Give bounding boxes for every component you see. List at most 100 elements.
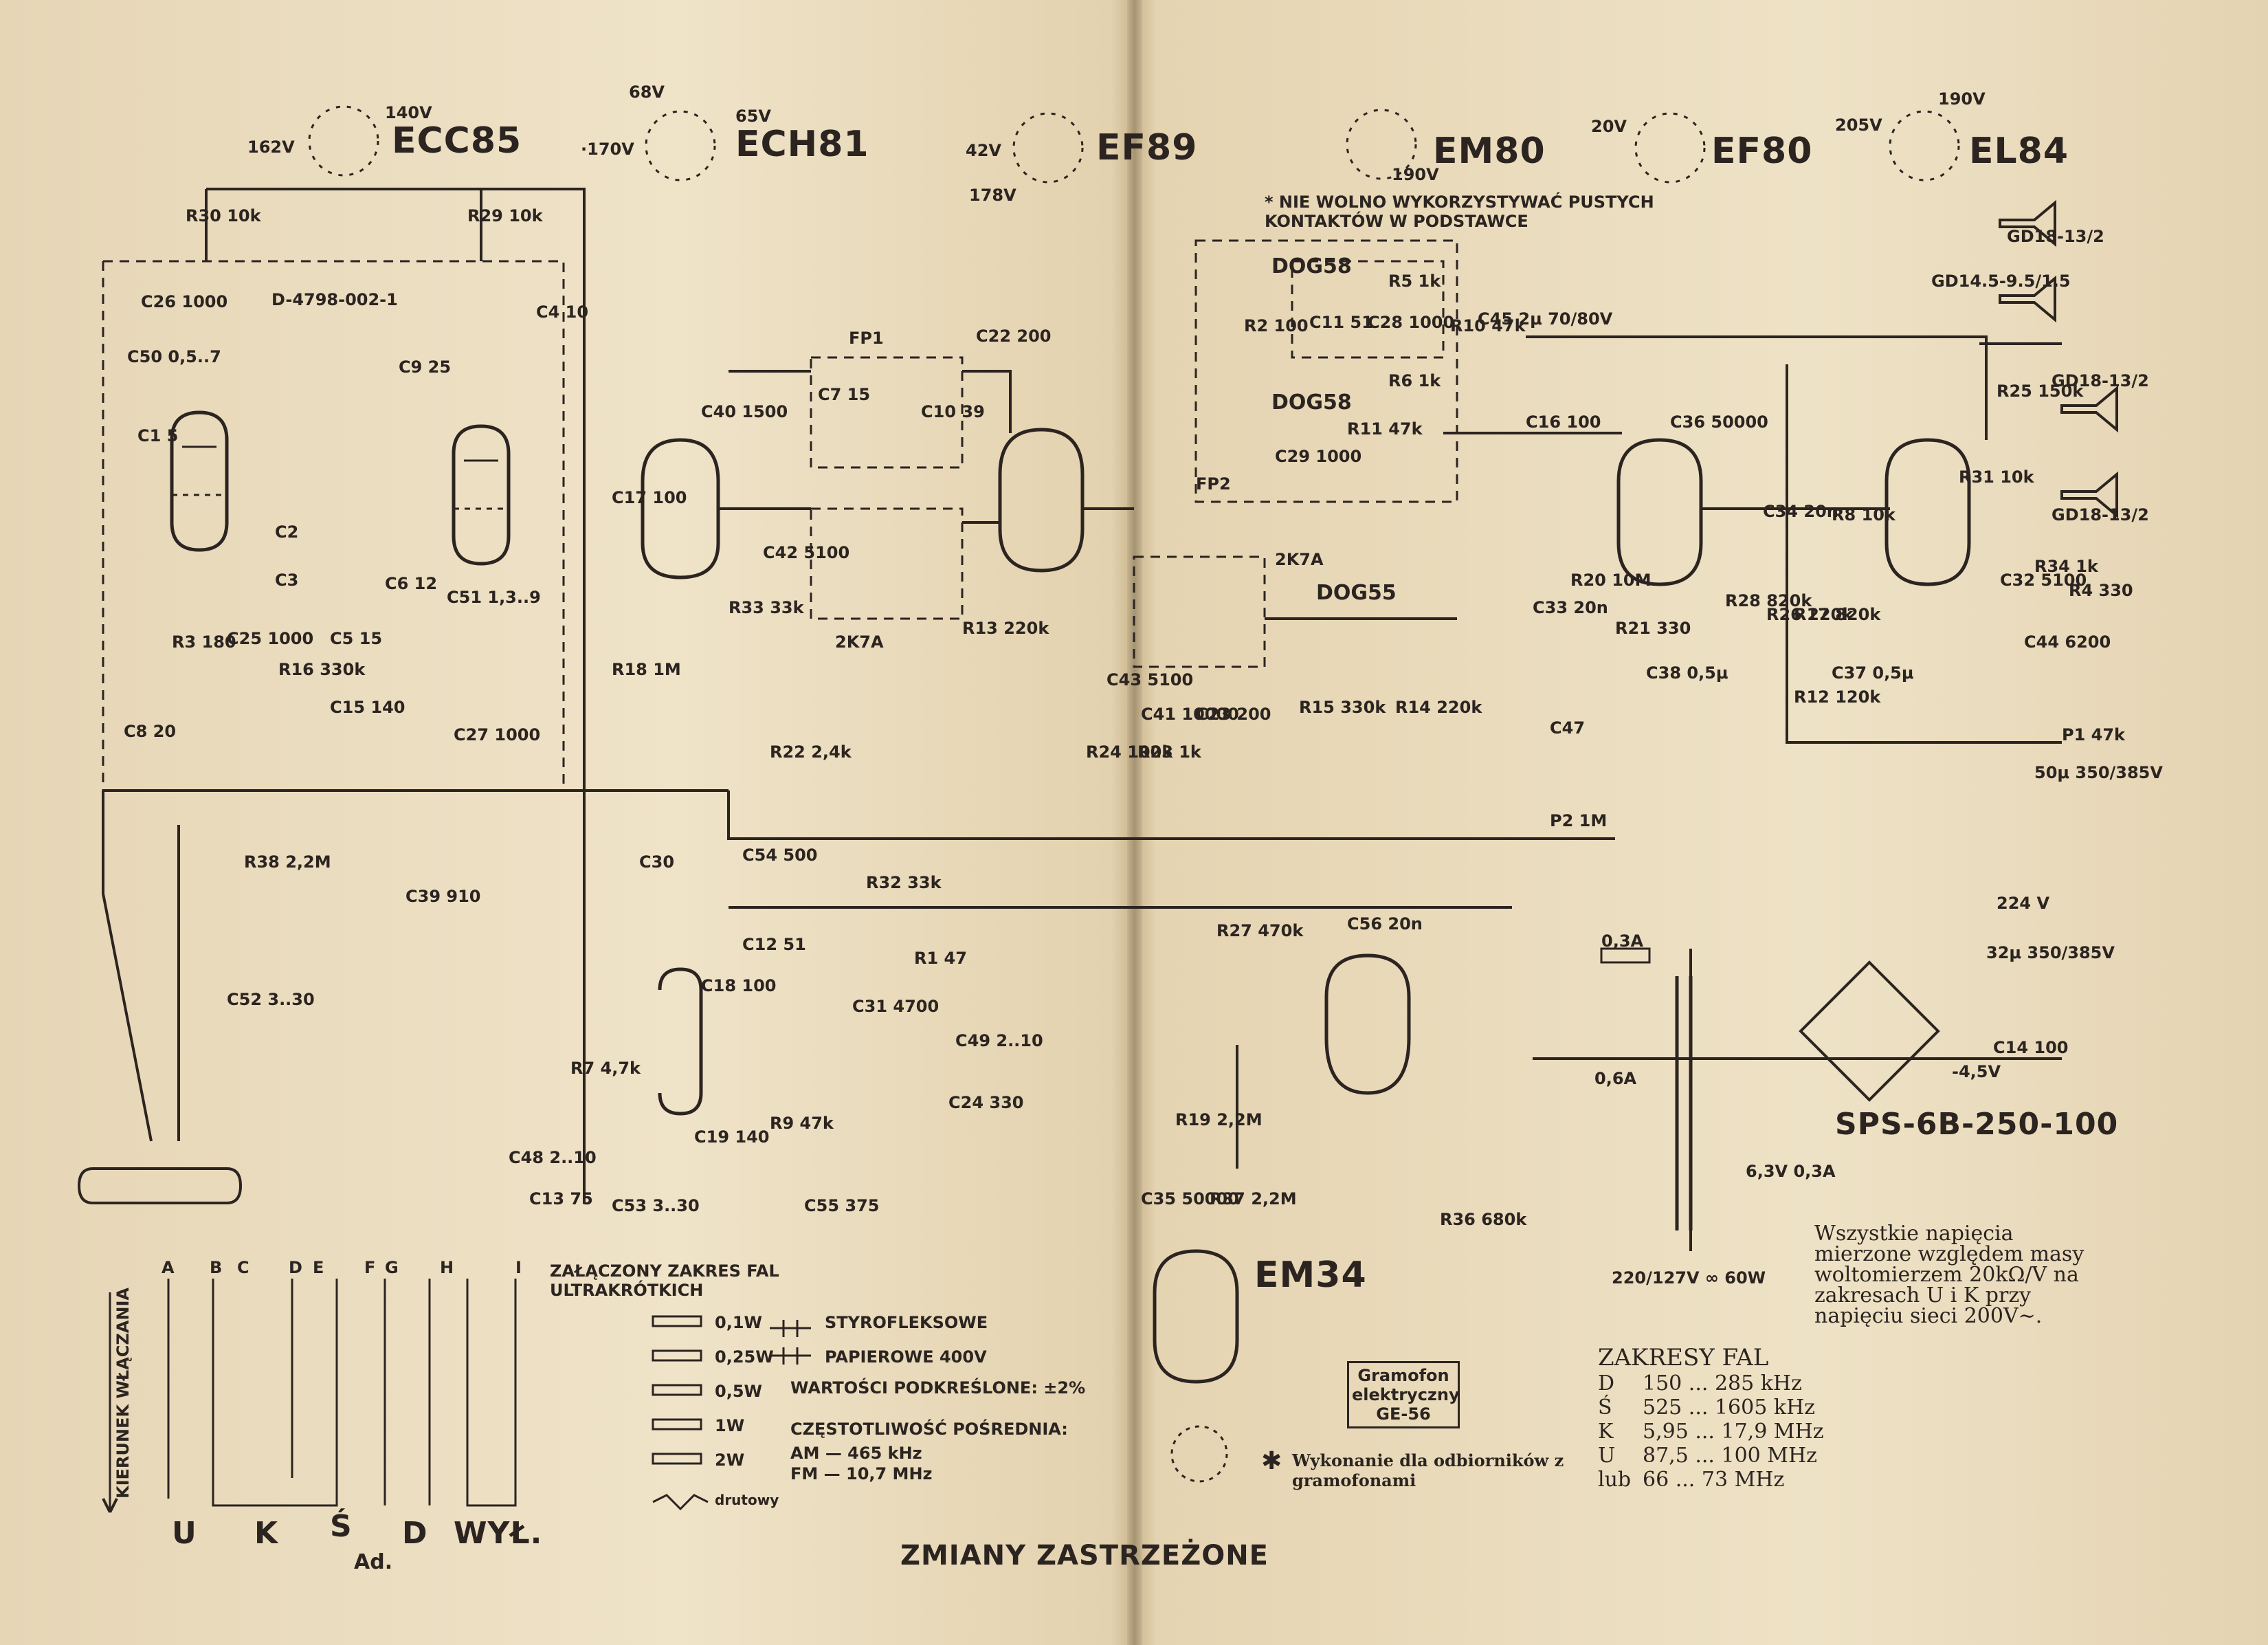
component-label: C22 200 xyxy=(976,327,1052,346)
component-label: R15 330k xyxy=(1299,698,1386,717)
legend-symbols xyxy=(652,1315,811,1511)
band-switch-contacts xyxy=(109,1279,517,1512)
band-range: 87,5 ... 100 MHz xyxy=(1643,1444,1817,1468)
component-label: C1 5 xyxy=(137,426,179,445)
component-label: C56 20n xyxy=(1347,914,1423,934)
gramofon-box: Gramofon elektryczny GE-56 xyxy=(1347,1361,1460,1428)
tube-uhf-triode xyxy=(658,967,703,1116)
switch-letter: F xyxy=(364,1258,376,1277)
component-label: R8 10k xyxy=(1832,505,1895,525)
tube-voltage: 190V xyxy=(1938,89,1986,109)
component-label: C32 5100 xyxy=(2000,571,2087,590)
switch-position-label: WYŁ. xyxy=(454,1516,543,1551)
pinout-em80 xyxy=(1346,109,1417,180)
legend-if-title: CZĘSTOTLIWOŚĆ POŚREDNIA: xyxy=(790,1420,1068,1439)
footer-title: ZMIANY ZASTRZEŻONE xyxy=(900,1540,1269,1571)
legend-resistor: drutowy xyxy=(715,1492,779,1508)
component-label: R24 100k xyxy=(1086,742,1173,762)
component-label: C50 0,5..7 xyxy=(127,347,221,366)
component-label: R26 220k xyxy=(1766,605,1854,624)
legend-resistor: 1W xyxy=(715,1416,745,1435)
speaker-symbols xyxy=(1999,199,2118,519)
tube-voltage: 190V xyxy=(1392,165,1439,184)
component-label: R37 2,2M xyxy=(1210,1189,1297,1208)
component-label: C16 100 xyxy=(1526,412,1601,432)
switch-direction-label: KIERUNEK WŁĄCZANIA xyxy=(113,1288,133,1499)
component-label: C35 50000 xyxy=(1141,1189,1239,1208)
component-label: R7 4,7k xyxy=(570,1059,641,1078)
legend-capacitor: STYROFLEKSOWE xyxy=(825,1313,988,1332)
band-range: 525 ... 1605 kHz xyxy=(1643,1395,1815,1420)
speaker-label: GD18-13/2 xyxy=(2052,505,2149,525)
band-range: 5,95 ... 17,9 MHz xyxy=(1643,1420,1824,1444)
component-label: R3 180 xyxy=(172,632,236,652)
legend-gramofon-note: Wykonanie dla odbiorników z gramofonami xyxy=(1292,1450,1564,1490)
component-label: C43 5100 xyxy=(1107,670,1194,689)
component-label: C3 xyxy=(275,571,299,590)
switch-letter: C xyxy=(237,1258,249,1277)
tube-em80 xyxy=(1324,953,1411,1095)
r36-label: R36 680k xyxy=(1440,1210,1527,1229)
socket-note: * NIE WOLNO WYKORZYSTYWAĆ PUSTYCH KONTAK… xyxy=(1265,192,1654,231)
component-label: R34 1k xyxy=(2034,557,2098,576)
tube-label-ef89: EF89 xyxy=(1096,127,1198,168)
component-label: C44 6200 xyxy=(2024,632,2111,652)
switch-letter: A xyxy=(162,1258,175,1277)
fp2-label: FP2 xyxy=(1196,474,1231,494)
switch-sub-label: Ad. xyxy=(354,1550,393,1574)
b-plus-label: 224 V xyxy=(1997,894,2050,913)
switch-position-label: D xyxy=(402,1516,428,1551)
component-label: C2 xyxy=(275,522,299,542)
b-minus-label: -4,5V xyxy=(1952,1062,2001,1081)
if-transformer-label: 2K7A xyxy=(1275,550,1324,569)
tube-voltage: 205V xyxy=(1835,115,1882,135)
band-letter: Ś xyxy=(1598,1395,1612,1420)
tube-ech81 xyxy=(641,438,720,579)
legend-tolerance: WARTOŚCI PODKREŚLONE: ±2% xyxy=(790,1378,1086,1398)
component-label: R18 1M xyxy=(612,660,681,679)
component-label: R22 2,4k xyxy=(770,742,852,762)
switch-letter: I xyxy=(515,1258,522,1277)
speaker-label: GD14.5-9.5/1.5 xyxy=(1931,272,2071,291)
component-label: C4 10 xyxy=(536,302,589,322)
band-range: 150 ... 285 kHz xyxy=(1643,1371,1802,1395)
component-label: C14 100 xyxy=(1993,1038,2069,1057)
component-label: C7 15 xyxy=(818,385,871,404)
component-label: C39 910 xyxy=(405,887,481,906)
speaker-label: GD18-13/2 xyxy=(2052,371,2149,390)
component-label: R6 1k xyxy=(1388,371,1441,390)
dog58-label: DOG58 xyxy=(1271,390,1352,415)
component-label: R27 470k xyxy=(1216,921,1304,940)
component-label: C29 1000 xyxy=(1275,447,1362,466)
component-label: C55 375 xyxy=(804,1196,880,1215)
fuse-label: 0,3A xyxy=(1601,931,1644,951)
component-label: C5 15 xyxy=(330,629,383,648)
component-label: C12 51 xyxy=(742,935,806,954)
star-icon: ✱ xyxy=(1261,1447,1282,1475)
dog55-label: DOG55 xyxy=(1316,581,1397,605)
component-label: R11 47k xyxy=(1347,419,1423,439)
component-label: R1 47 xyxy=(914,949,967,968)
component-label: R9 47k xyxy=(770,1114,834,1133)
tube-label-em80: EM80 xyxy=(1433,131,1546,172)
tube-voltage: 178V xyxy=(969,186,1016,205)
booklet-spine xyxy=(1127,0,1142,1645)
component-label: C30 xyxy=(639,852,675,872)
transformer-label: SPS-6B-250-100 xyxy=(1835,1107,2119,1142)
component-label: C23 200 xyxy=(1196,705,1271,724)
bridge-rectifier xyxy=(1799,960,1940,1102)
component-label: C37 0,5μ xyxy=(1832,663,1914,683)
component-label: R12 120k xyxy=(1794,687,1881,707)
tube-voltage: ·170V xyxy=(581,140,634,159)
component-label: R23 1k xyxy=(1137,742,1201,762)
switch-letter: D xyxy=(289,1258,302,1277)
component-label: R19 2,2M xyxy=(1175,1110,1263,1129)
bands-title: ZAKRESY FAL xyxy=(1598,1344,1769,1371)
filter-cap-label: 50μ 350/385V xyxy=(2034,763,2163,782)
component-label: P2 1M xyxy=(1550,811,1608,830)
switch-letter: B xyxy=(210,1258,223,1277)
band-range: 66 ... 73 MHz xyxy=(1643,1468,1785,1492)
switch-letter: E xyxy=(313,1258,324,1277)
component-label: C40 1500 xyxy=(701,402,788,421)
tube-voltage: 65V xyxy=(735,107,771,126)
